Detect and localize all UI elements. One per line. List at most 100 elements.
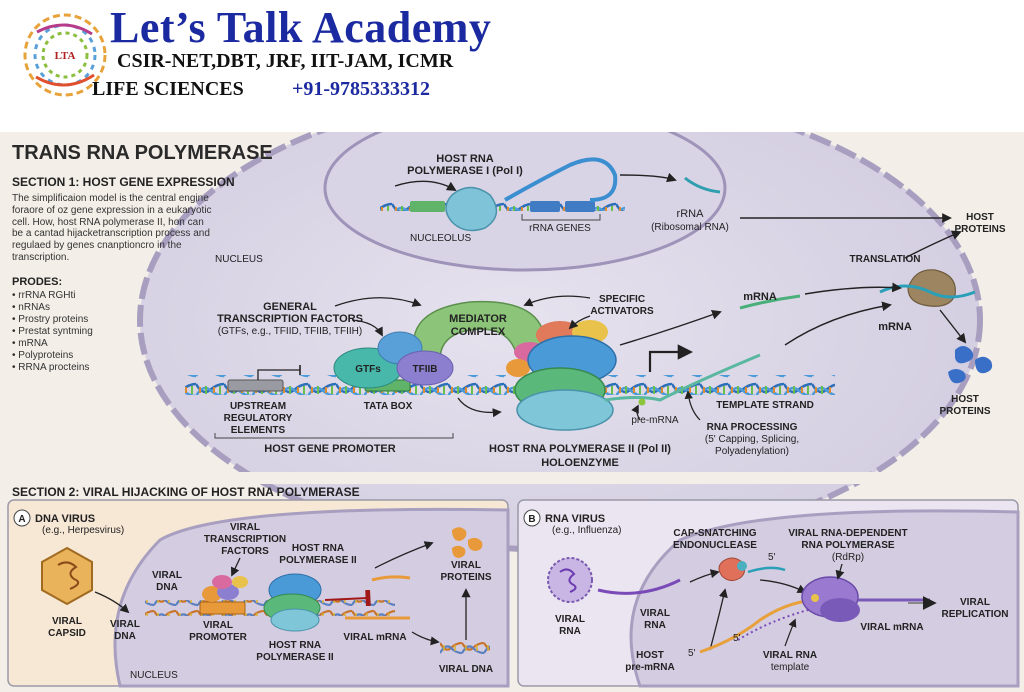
pol-ii-b-label-2: POLYMERASE II xyxy=(256,652,334,663)
mediator-label-2: COMPLEX xyxy=(451,326,506,338)
rdrp-label-2: RNA POLYMERASE xyxy=(801,540,894,551)
rrna-label: rRNA xyxy=(677,208,705,220)
list-item: nRNAs xyxy=(12,302,212,314)
arrow xyxy=(523,295,591,307)
gtf-label-3: (GTFs, e.g., TFIID, TFIIB, TFIIH) xyxy=(218,326,362,337)
promoter-bracket xyxy=(214,433,454,439)
capped-primer xyxy=(747,566,786,574)
host-proteins-label-2: PROTEINS xyxy=(939,406,990,417)
pol-ii-lower xyxy=(516,389,614,431)
list-item: Prostry proteins xyxy=(12,314,212,326)
list-item: Polyproteins xyxy=(12,350,212,362)
rdrp-lobe xyxy=(820,598,860,622)
pol-ii-label-1: HOST RNA POLYMERASE II (Pol II) xyxy=(489,443,671,455)
pre-mrna-strand xyxy=(604,353,761,402)
header: LTA Let’s Talk Academy CSIR-NET,DBT, JRF… xyxy=(0,0,1024,132)
arrow xyxy=(374,541,434,569)
gene-block xyxy=(530,201,560,212)
five-prime-cap xyxy=(638,398,646,406)
badge-a-letter: A xyxy=(18,514,25,525)
mediator-label-1: MEDIATOR xyxy=(449,313,507,325)
exam-list: CSIR-NET,DBT, JRF, IIT-JAM, ICMR xyxy=(117,50,454,72)
viral-dna-label-2: DNA xyxy=(114,631,136,642)
host-proteins-label-1: HOST xyxy=(951,394,979,405)
arrow xyxy=(689,569,720,583)
activators-label-2: ACTIVATORS xyxy=(590,306,654,317)
tfiib-blob xyxy=(396,350,454,386)
five-prime-b: 5' xyxy=(733,633,741,644)
rrna-strand xyxy=(684,176,721,194)
host-proteins-top-2: PROTEINS xyxy=(954,224,1005,235)
pre-mrna-label: pre-mRNA xyxy=(631,415,679,426)
host-proteins-top-1: HOST xyxy=(966,212,994,223)
upstream-label-2: REGULATORY xyxy=(224,413,293,424)
viral-mrna-b-label: VIRAL mRNA xyxy=(860,622,923,633)
mrna-label-a: mRNA xyxy=(743,291,777,303)
template-b-label-1: VIRAL RNA xyxy=(763,650,817,661)
processing-label-3: Polyadenylation) xyxy=(715,446,789,457)
badge-b xyxy=(523,509,541,527)
gtf-label-1: GENERAL xyxy=(263,301,317,313)
panel-a-subtitle: (e.g., Herpesvirus) xyxy=(42,525,124,536)
viral-proteins-label-2: PROTEINS xyxy=(440,572,491,583)
section-2-heading: SECTION 2: VIRAL HIJACKING OF HOST RNA P… xyxy=(12,485,360,499)
phone-number: +91-9785333312 xyxy=(292,78,431,100)
viral-dna2-label-2: DNA xyxy=(156,582,178,593)
panel-divider xyxy=(0,472,1024,484)
list-item: rrRNA RGHti xyxy=(12,290,212,302)
cap-label-1: CAP-SNATCHING xyxy=(673,528,756,539)
logo-text: LTA xyxy=(55,50,76,62)
tata-label: TATA BOX xyxy=(364,401,413,412)
vtf-label-3: FACTORS xyxy=(221,546,269,557)
viral-dna-copy xyxy=(440,642,490,656)
tfiib-label: TFIIB xyxy=(413,364,438,375)
badge-b-letter: B xyxy=(528,514,535,525)
sidebar: TRANS RNA POLYMERASE SECTION 1: HOST GEN… xyxy=(12,142,273,374)
replication-label-1: VIRAL xyxy=(960,597,990,608)
pol-i-label-1: HOST RNA xyxy=(436,153,494,165)
activator-blob xyxy=(506,359,530,377)
processing-label-1: RNA PROCESSING xyxy=(707,422,798,433)
gene-block xyxy=(410,201,445,212)
template-label: TEMPLATE STRAND xyxy=(716,400,814,411)
inhibition-line xyxy=(257,369,300,380)
rdrp-active-site xyxy=(811,594,819,602)
template-b-label-2: template xyxy=(771,662,810,673)
arrow xyxy=(784,301,892,346)
arrow xyxy=(784,618,797,647)
five-prime-a: 5' xyxy=(768,552,776,563)
panel-a-title: DNA VIRUS xyxy=(35,513,95,525)
rdrp-label-3: (RdRp) xyxy=(832,552,864,563)
arrow xyxy=(230,557,241,577)
rrna-gene-dna xyxy=(380,202,625,211)
nucleolus-label: NUCLEOLUS xyxy=(410,233,471,244)
viral-dna2-label-1: VIRAL xyxy=(152,570,182,581)
viral-promoter-block xyxy=(199,601,246,615)
arrow xyxy=(619,172,677,183)
promoter-label: HOST GENE PROMOTER xyxy=(264,443,395,455)
mrna-label-b: mRNA xyxy=(878,321,912,333)
arrow xyxy=(835,563,845,580)
arrow xyxy=(351,319,383,337)
cap-site xyxy=(737,561,747,571)
arrow xyxy=(457,397,502,418)
vtf-blob xyxy=(232,576,248,588)
arrow xyxy=(939,309,967,344)
capsid-dna xyxy=(57,561,80,590)
virus-genome xyxy=(559,568,577,593)
host-pre-mrna-label-1: HOST xyxy=(636,650,664,661)
replication-label-2: REPLICATION xyxy=(941,609,1008,620)
arrow xyxy=(94,591,130,614)
virus-label-2: RNA xyxy=(559,626,581,637)
mrna-strand xyxy=(739,294,801,310)
host-pre-mrna-label-2: pre-mRNA xyxy=(625,662,674,673)
panel-b-subtitle: (e.g., Influenza) xyxy=(552,525,621,536)
list-item: RRNA procteins xyxy=(12,362,212,374)
viral-protein-blob xyxy=(452,545,466,558)
vrna-label-2: RNA xyxy=(644,620,666,631)
list-item: mRNA xyxy=(12,338,212,350)
pol-ii-a-label-1: HOST RNA xyxy=(292,543,344,554)
pol-i-enzyme xyxy=(445,186,498,232)
panel-b-title: RNA VIRUS xyxy=(545,513,605,525)
pol-i-label-2: POLYMERASE I (Pol I) xyxy=(407,165,523,177)
